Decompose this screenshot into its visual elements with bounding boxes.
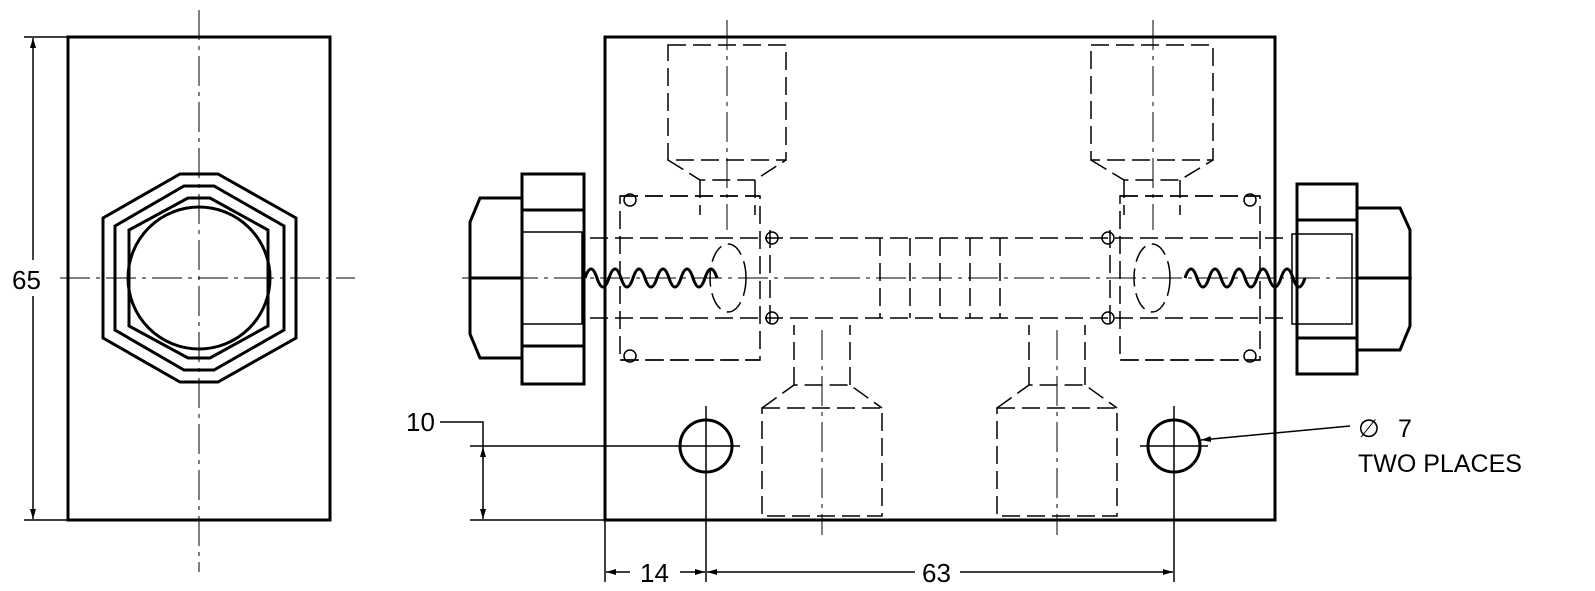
- left-spring: [583, 267, 719, 289]
- hex-nut-inner: [113, 184, 286, 372]
- right-spring: [1183, 267, 1307, 289]
- diameter-leader: [1200, 425, 1351, 443]
- diameter-value: 7: [1398, 415, 1412, 443]
- left-hex-cap: [468, 196, 583, 360]
- front-view: 10 14 63 ∅ 7 TWO PLACES: [406, 20, 1522, 588]
- plug-circle: [126, 205, 272, 351]
- top-right-port: [1090, 44, 1214, 215]
- diameter-qualifier: TWO PLACES: [1358, 450, 1522, 478]
- left-lock-nut: [520, 172, 586, 386]
- hole-spacing-label: 63: [922, 558, 951, 588]
- horizontal-offset-label: 14: [640, 558, 669, 588]
- vertical-offset-label: 10: [406, 407, 435, 437]
- side-view: 65: [12, 10, 355, 572]
- top-left-port: [667, 44, 787, 215]
- bottom-right-port: [996, 325, 1118, 517]
- right-hex-cap: [1291, 206, 1412, 352]
- bottom-left-port: [761, 325, 883, 517]
- diameter-symbol: ∅: [1358, 415, 1380, 443]
- vertical-offset-leader: [440, 421, 484, 447]
- height-dimension-label: 65: [12, 265, 41, 295]
- hex-nut-outer: [101, 172, 298, 384]
